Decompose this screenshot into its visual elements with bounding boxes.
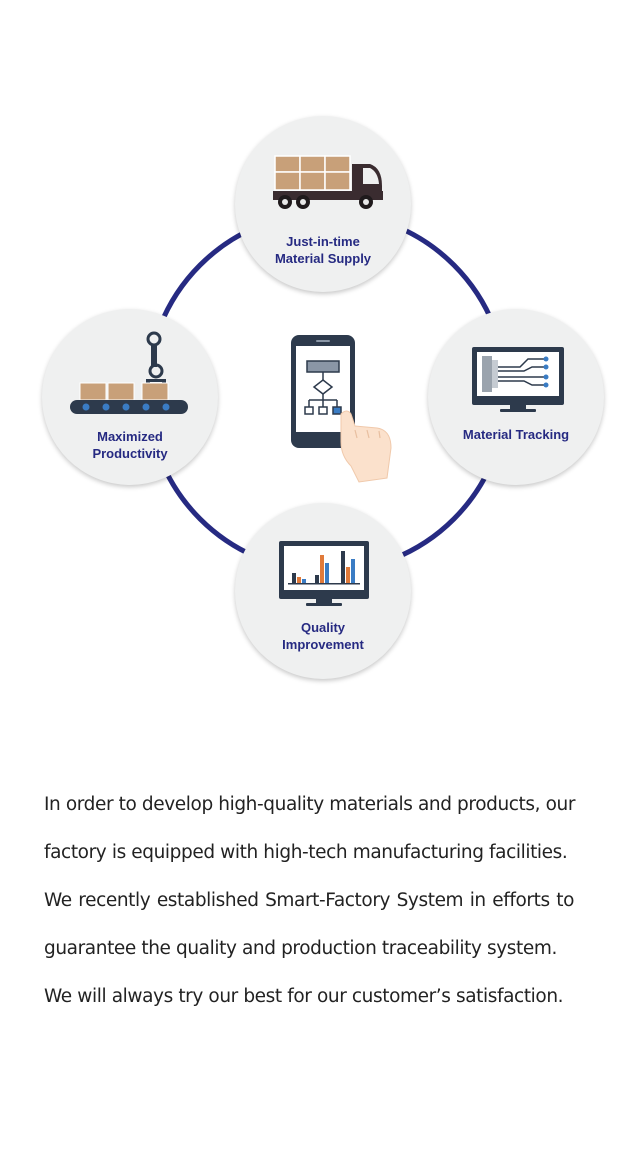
smartphone-touch-icon [291,335,392,483]
node-label: Material Tracking [428,426,604,443]
node-material-tracking: Material Tracking [428,309,604,485]
label-line: Just-in-time [286,234,360,249]
label-line: Productivity [92,446,168,461]
smart-factory-diagram: Just-in-time Material Supply Mater [42,116,604,679]
description-line: In order to develop high-quality materia… [44,794,576,815]
delivery-truck-icon [273,155,383,209]
node-label: Just-in-time Material Supply [235,233,411,267]
node-maximized-productivity: Maximized Productivity [42,309,218,485]
description-line: We will always try our best for our cust… [44,986,564,1007]
label-line: Quality [300,620,346,635]
label-line: Material Tracking [462,427,570,442]
label-line: Maximized [97,429,163,444]
label-line: Improvement [282,637,364,652]
monitor-bar-chart-icon [279,541,369,606]
description-text: In order to develop high-quality materia… [44,780,576,1020]
node-label: Maximized Productivity [42,428,218,462]
node-quality-improvement: Quality Improvement [235,503,411,679]
description-line: We recently established Smart-Factory Sy… [44,890,574,911]
label-line: Material Supply [274,251,372,266]
node-label: Quality Improvement [235,619,411,653]
description-line: guarantee the quality and production tra… [44,938,557,959]
description-line: factory is equipped with high-tech manuf… [44,842,568,863]
robot-arm-conveyor-icon [70,331,188,414]
node-material-supply: Just-in-time Material Supply [235,116,411,292]
monitor-flowchart-icon [472,347,564,412]
